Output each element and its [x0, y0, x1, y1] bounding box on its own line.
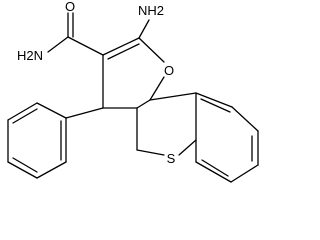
atom-label-ring-oxygen: O [164, 63, 174, 78]
bond-c10b-c10a [149, 92, 197, 101]
chemical-structure: O H2N NH2 O S [7, 0, 259, 183]
bond-benz-inner-1 [200, 98, 231, 113]
bond-c2-o1 [138, 37, 165, 63]
bond-c2-nh2 [138, 19, 150, 39]
bond-c7-c6a [195, 161, 232, 183]
bond-ph-5 [36, 161, 67, 179]
bond-benz-inner-3 [201, 159, 229, 177]
bond-c4-phenyl [65, 107, 104, 119]
bond-c3-c2-inner [107, 43, 140, 60]
bond-c4a-c10b-double [136, 99, 151, 109]
atom-label-amide-nitrogen: H2N [17, 48, 43, 63]
atom-label-amide-oxygen: O [65, 0, 75, 14]
bond-ph-4 [7, 161, 38, 179]
bond-o1-c10b [149, 76, 165, 101]
bond-amide-c-c3 [67, 36, 104, 56]
atom-label-ring-sulfur: S [167, 151, 176, 166]
bond-ph-2 [7, 102, 38, 121]
bond-ph-1 [36, 102, 67, 119]
bond-c3-c2-double [102, 37, 140, 56]
bond-ph-inner-1 [12, 108, 38, 124]
bond-c10-c9 [231, 106, 259, 132]
bond-c10a-c10 [195, 92, 233, 108]
atom-label-amino-group: NH2 [138, 3, 164, 18]
bond-c5-s [136, 149, 165, 156]
bond-c8-c7 [230, 164, 259, 183]
bond-s-c6a [178, 139, 197, 156]
bond-ph-inner-2 [12, 157, 38, 173]
bond-amide-c-n [47, 36, 69, 53]
